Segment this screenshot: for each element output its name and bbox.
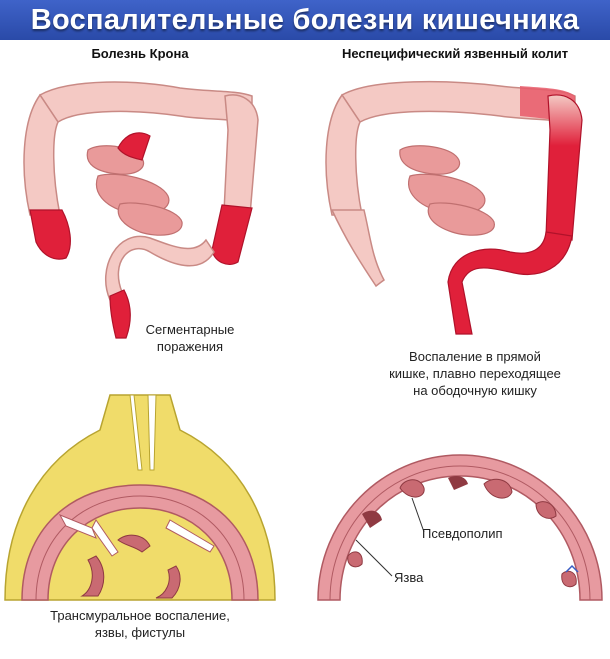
crohn-caption: Сегментарные поражения: [145, 322, 235, 354]
crohn-wall-section: [4, 394, 276, 601]
uc-colon-illustration: [325, 80, 583, 335]
small-marker-icon: [565, 564, 579, 573]
fistula-tract: [58, 514, 119, 557]
ulcer-fissures: [80, 534, 181, 599]
small-intestine-loop: [117, 202, 183, 236]
cecum-appendix: [330, 209, 385, 288]
ascending-colon: [23, 93, 61, 216]
small-intestine-loop: [399, 145, 461, 175]
ulcer-label: Язва: [394, 570, 424, 585]
crohn-heading: Болезнь Крона: [91, 46, 189, 61]
colon-wall-arc: [317, 454, 603, 601]
ulcer-leader-line: [355, 539, 393, 577]
ascending-colon: [325, 93, 363, 216]
transverse-colon: [38, 81, 253, 125]
small-intestine-loop: [427, 202, 495, 236]
title-banner: Воспалительные болезни кишечника: [0, 0, 610, 40]
crohn-wall-caption: Трансмуральное воспаление, язвы, фистулы: [50, 608, 230, 640]
mucosal-ulcers: [362, 476, 468, 528]
small-intestine-inflamed-segment: [117, 132, 151, 161]
uc-caption: Воспаление в прямой кишке, плавно перехо…: [389, 349, 561, 398]
muscular-layer-line: [35, 495, 245, 601]
pseudopolyp-leader-line: [411, 497, 425, 533]
pseudopolyp-label: Псевдополип: [422, 526, 503, 541]
fistula-tract: [165, 519, 215, 553]
sigmoid-rectum-inflamed: [447, 231, 573, 335]
muscular-layer-line: [329, 465, 591, 601]
uc-heading: Неспецифический язвенный колит: [341, 46, 569, 61]
mesentery-vessels: [129, 394, 157, 471]
bowel-wall-layers: [21, 484, 259, 601]
descending-inflamed-segment: [545, 94, 583, 241]
descending-inflamed-segment: [211, 204, 253, 265]
descending-colon: [223, 94, 259, 216]
pseudopolyps: [347, 478, 577, 588]
rectum-inflamed-segment: [109, 289, 131, 339]
cecum-inflamed-segment: [29, 209, 71, 260]
crohn-colon-illustration: [23, 81, 259, 339]
uc-wall-section: [317, 454, 603, 601]
page-title: Воспалительные болезни кишечника: [30, 3, 580, 36]
small-intestine-loop: [408, 173, 486, 215]
